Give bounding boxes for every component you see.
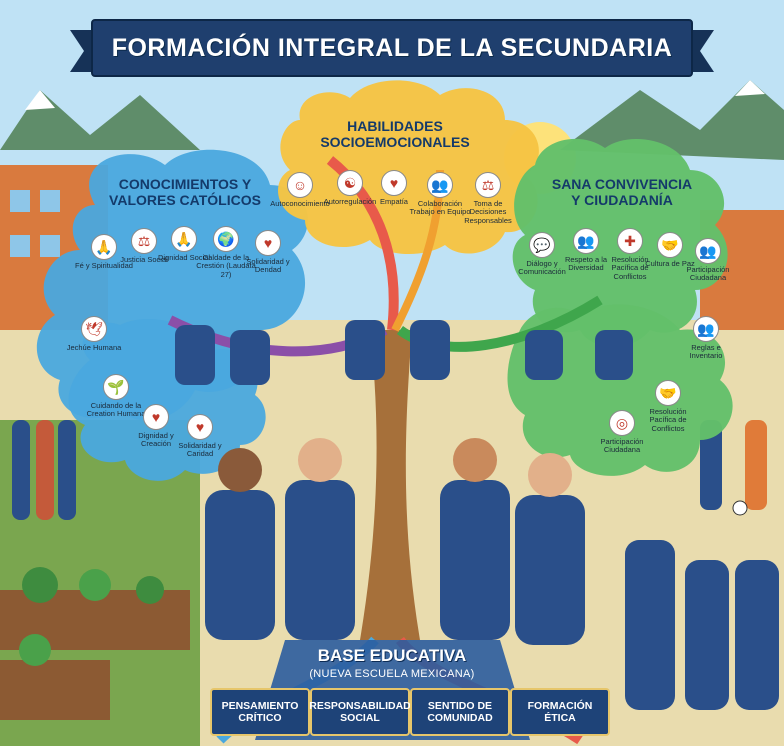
page-title: FORMACIÓN INTEGRAL DE LA SECUNDARIA [111, 33, 673, 62]
list-item: ♥ Dignidad y Creación [124, 404, 188, 449]
list-item: ♥ Empatía [362, 170, 426, 206]
heart-hand-icon: ♥ [255, 230, 281, 256]
soccer-ball-icon [732, 500, 748, 516]
heart-dove-icon: ♥ [143, 404, 169, 430]
list-item: 👥 Respeto a la Diversidad [554, 228, 618, 273]
head-mind-icon: ☺ [287, 172, 313, 198]
list-item: 🙏 Fé y Spiritualidad [72, 234, 136, 270]
list-item: 🤝 Resolución Pacífica de Conflictos [636, 380, 700, 433]
dove-icon: 🕊 [81, 316, 107, 342]
list-item: ⚖ Toma de Decisiones Responsables [456, 172, 520, 225]
list-item: ◎ Participación Ciudadana [590, 410, 654, 455]
list-item: ♥ Solidaridad y Caridad [168, 414, 232, 459]
circle-people-icon: ◎ [609, 410, 635, 436]
people-icon: 👥 [695, 238, 721, 264]
praying-hands-icon: 🙏 [91, 234, 117, 260]
left-cloud-title: CONOCIMIENTOS Y VALORES CATÓLICOS [109, 176, 261, 209]
puzzle-icon: ✚ [617, 228, 643, 254]
list-item: 💬 Diálogo y Comunicación [510, 232, 574, 277]
scales-icon: ⚖ [475, 172, 501, 198]
list-item: 👥 Reglas e Inventario [674, 316, 738, 361]
center-cloud-title: HABILIDADES SOCIOEMOCIONALES [320, 118, 470, 151]
handshake-icon: 🤝 [655, 380, 681, 406]
globe-icon: 🌍 [213, 226, 239, 252]
list-item: 🌍 Caldade de la Crestión (Laudata 27) [194, 226, 258, 279]
right-cloud-title: SANA CONVIVENCIA Y CIUDADANÍA [551, 176, 693, 209]
list-item: ✚ Resolución Pacífica de Conflictos [598, 228, 662, 281]
list-item: 🤝 Cultura de Paz [638, 232, 702, 268]
praying-figure-icon: 🙏 [171, 226, 197, 252]
title-banner: FORMACIÓN INTEGRAL DE LA SECUNDARIA [92, 20, 692, 76]
heart-icon: ♥ [187, 414, 213, 440]
list-item: ☯ Autorregulación [318, 170, 382, 206]
handshake-icon: 🤝 [657, 232, 683, 258]
scales-icon: ⚖ [131, 228, 157, 254]
list-item: 🕊 Jechúe Humana [62, 316, 126, 352]
team-icon: 👥 [427, 172, 453, 198]
base-title: BASE EDUCATIVA [317, 646, 467, 665]
balance-head-icon: ☯ [337, 170, 363, 196]
group-icon: 👥 [693, 316, 719, 342]
speech-bubbles-icon: 💬 [529, 232, 555, 258]
list-item: ♥ Solidaridad y Dendad [236, 230, 300, 275]
base-subtitle: (NUEVA ESCUELA MEXICANA) [309, 668, 475, 680]
list-item: ⚖ Justicia Social [112, 228, 176, 264]
list-item: 👥 Participación Ciudadana [676, 238, 740, 283]
earth-plant-icon: 🌱 [103, 374, 129, 400]
diverse-people-icon: 👥 [573, 228, 599, 254]
list-item: ☺ Autoconocimiento [268, 172, 332, 208]
list-item: 🙏 Dignidad Social [152, 226, 216, 262]
heart-puzzle-icon: ♥ [381, 170, 407, 196]
list-item: 🌱 Cuidando de la Creation Humana [84, 374, 148, 419]
list-item: 👥 Colaboración Trabajo en Equipo [408, 172, 472, 217]
